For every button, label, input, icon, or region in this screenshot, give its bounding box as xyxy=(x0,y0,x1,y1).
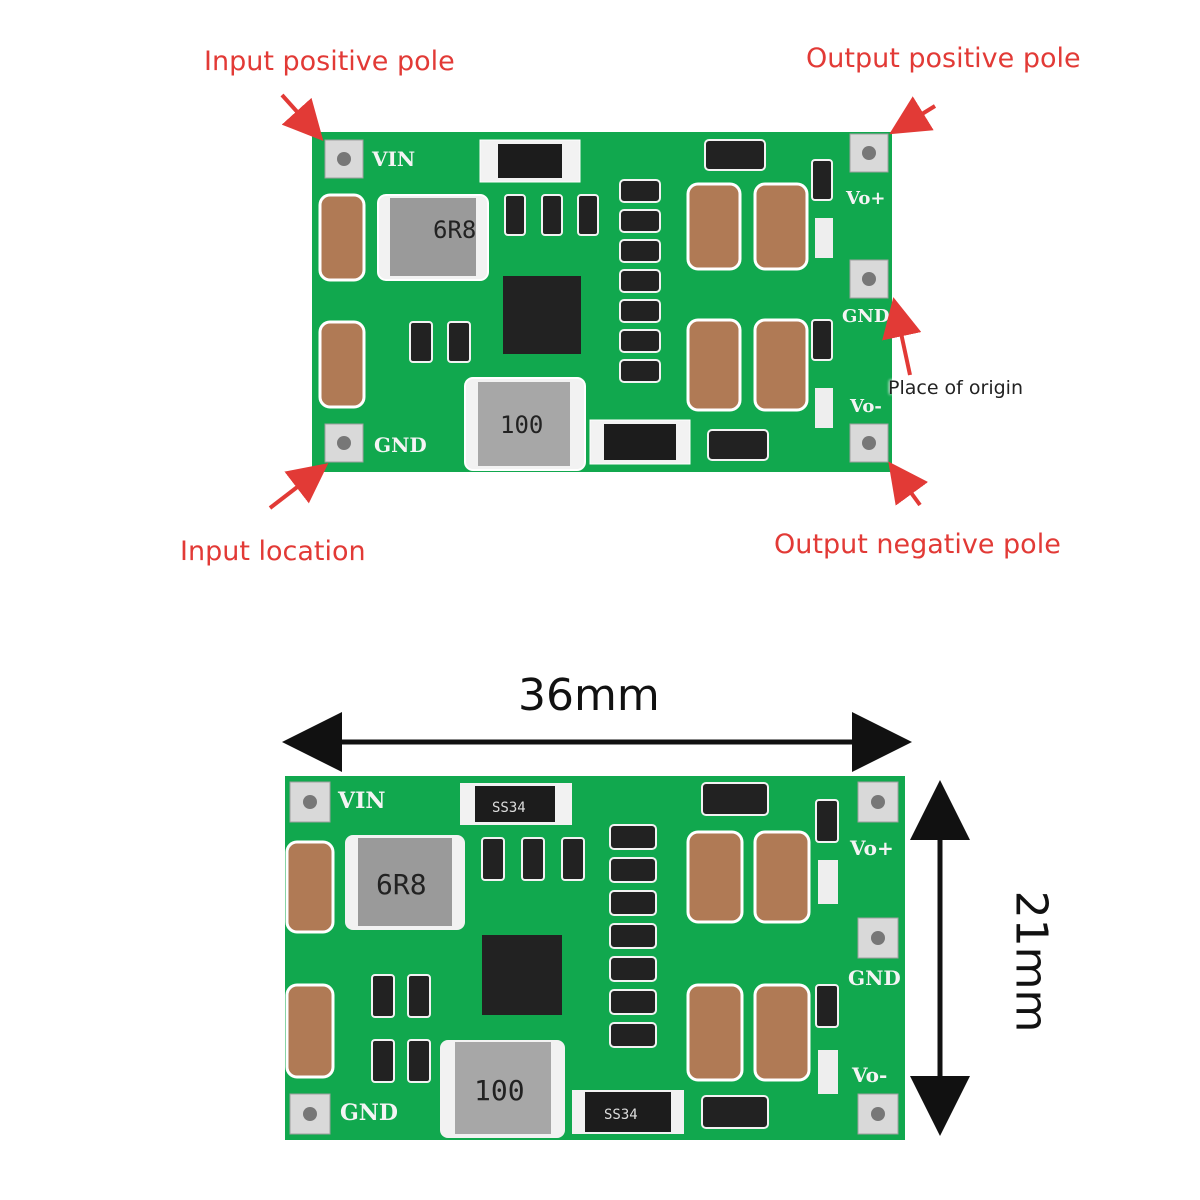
cap-left-top-2 xyxy=(318,320,366,409)
silk-vo-plus-bottom: Vo+ xyxy=(849,836,894,860)
pad-vo-minus-bottom xyxy=(857,1093,899,1135)
silk-ss34-1: SS34 xyxy=(492,800,526,816)
silk-vo-plus-top: Vo+ xyxy=(845,188,885,209)
arrow-input-location xyxy=(268,463,329,510)
led-top-2 xyxy=(815,388,833,428)
callout-input-positive: Input positive pole xyxy=(204,46,455,77)
inductor-6r8-bottom xyxy=(345,835,465,930)
pad-vo-plus-bottom xyxy=(857,781,899,823)
pcb-bottom-board xyxy=(285,776,905,1140)
led-top-1 xyxy=(815,218,833,258)
diode-ss34-top-bottom-board xyxy=(460,783,572,825)
dimension-width-label: 36mm xyxy=(518,670,660,721)
silk-vin-bottom: VIN xyxy=(337,788,385,814)
arrow-output-positive xyxy=(889,96,937,135)
pad-vo-plus-top xyxy=(849,133,889,173)
pad-vo-minus-top xyxy=(849,423,889,463)
silk-6r8-bottom: 6R8 xyxy=(376,868,427,901)
arrow-input-positive xyxy=(280,93,324,141)
pad-gnd-left-bottom xyxy=(289,1093,331,1135)
arrow-place-of-origin xyxy=(882,297,922,376)
silk-gnd-right-top: GND xyxy=(842,306,889,327)
silk-6r8-top: 6R8 xyxy=(433,216,476,244)
silk-ss34-2: SS34 xyxy=(604,1107,638,1123)
cap-left-top-1 xyxy=(318,193,366,282)
silk-vin-top: VIN xyxy=(371,147,415,171)
silk-100-top: 100 xyxy=(500,411,543,439)
inductor-6r8-top xyxy=(377,194,489,281)
callout-output-negative: Output negative pole xyxy=(774,529,1061,560)
pad-gnd-right-bottom xyxy=(857,917,899,959)
silk-gnd-right-bottom: GND xyxy=(848,966,901,990)
callout-output-positive: Output positive pole xyxy=(806,43,1081,74)
cap-c2-top xyxy=(686,182,742,271)
callout-input-location: Input location xyxy=(180,536,366,567)
ic-u1-top xyxy=(503,276,581,354)
diode-ss34-low-bottom-board xyxy=(572,1090,684,1134)
silk-100-bottom: 100 xyxy=(474,1074,525,1107)
dimension-height-label: 21mm xyxy=(1004,890,1056,1033)
pad-vin-bottom xyxy=(289,781,331,823)
pad-gnd-right-top xyxy=(849,259,889,299)
cap-c12-top xyxy=(686,318,742,412)
arrow-output-negative xyxy=(888,461,929,507)
silk-vo-minus-bottom: Vo- xyxy=(851,1063,887,1087)
cap-c2b-top xyxy=(753,182,809,271)
cap-c11-top xyxy=(753,318,809,412)
diode-d2-top xyxy=(498,144,562,178)
silk-vo-minus-top: Vo- xyxy=(849,396,882,417)
pad-gnd-left-top xyxy=(324,423,364,463)
inductor-100-bottom xyxy=(440,1040,565,1138)
silk-gnd-left-top: GND xyxy=(374,433,427,457)
silk-gnd-left-bottom: GND xyxy=(340,1100,398,1126)
pcb-top-board xyxy=(312,132,892,472)
pad-vin-top xyxy=(324,139,364,179)
callout-place-of-origin: Place of origin xyxy=(888,377,1024,399)
diode-d3-top xyxy=(604,424,676,460)
inductor-100-top xyxy=(464,377,586,471)
ic-bottom xyxy=(482,935,562,1015)
